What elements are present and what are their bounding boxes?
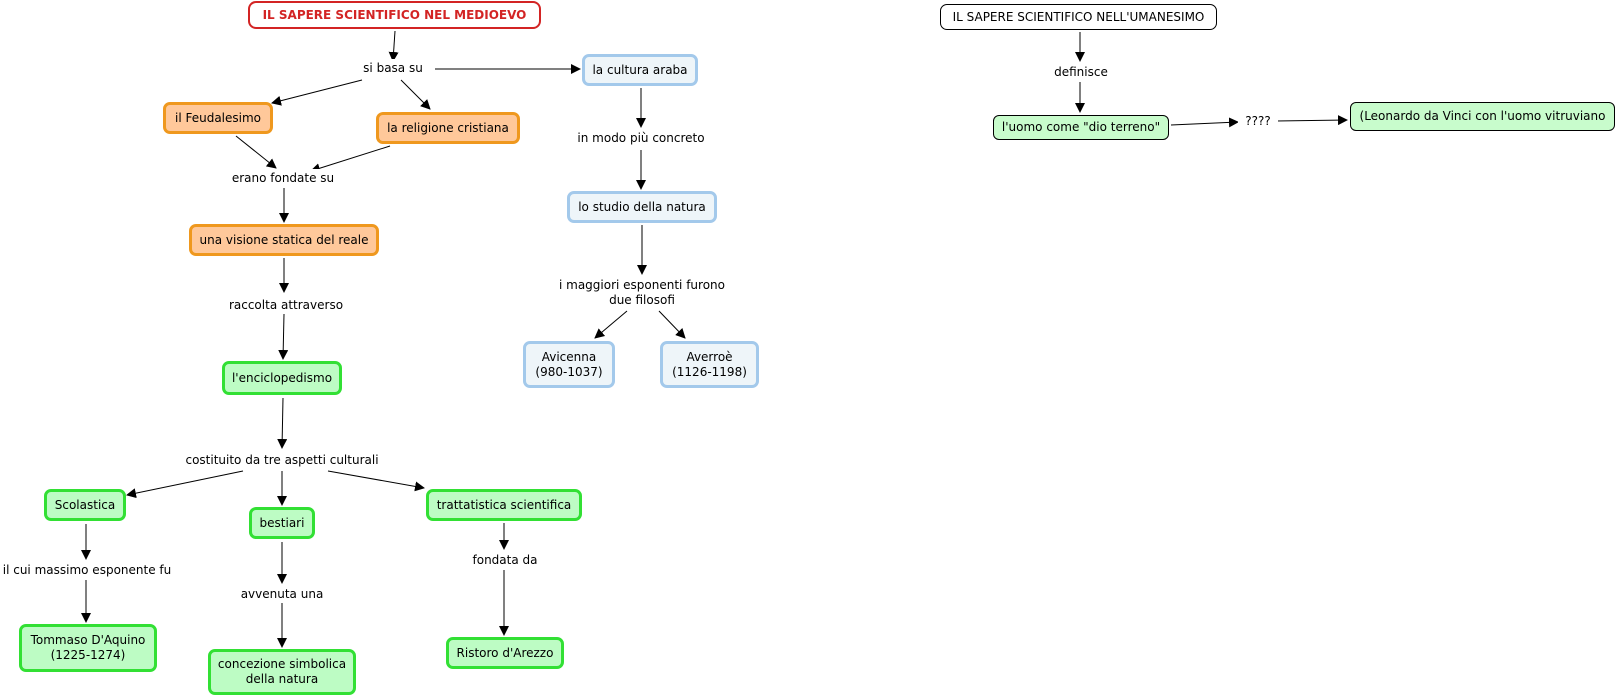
node-ristoro-darezzo[interactable]: Ristoro d'Arezzo [446,637,564,669]
node-visione-statica[interactable]: una visione statica del reale [189,224,379,256]
edge-costituito-to-trattatistica [327,470,425,492]
edge-si-basa-su-to-feudalesimo [271,79,363,106]
node-concezione-simbolica[interactable]: concezione simbolica della natura [208,649,356,695]
node-uomo-dio-terreno[interactable]: l'uomo come "dio terreno" [993,115,1169,140]
label-fondata-da: fondata da [469,551,541,569]
edge-si-basa-su-to-religione [400,79,431,110]
edge-feudalesimo-to-erano-fondate [235,135,277,169]
edge-religione-to-erano-fondate [310,145,391,174]
edge-title-to-si-basa-su [388,30,399,62]
edge-raccolta-to-enciclopedismo [278,313,289,360]
node-leonardo-da-vinci[interactable]: (Leonardo da Vinci con l'uomo vitruviano [1350,102,1615,131]
node-enciclopedismo[interactable]: l'enciclopedismo [222,361,342,395]
node-cultura-araba[interactable]: la cultura araba [582,54,698,86]
label-massimo-esponente: il cui massimo esponente fu [0,561,174,579]
label-definisce: definisce [1048,63,1114,81]
label-maggiori-esponenti: i maggiori esponenti furono due filosofi [552,276,732,310]
edge-maggiori-to-avicenna [594,310,628,339]
node-title-medioevo[interactable]: IL SAPERE SCIENTIFICO NEL MEDIOEVO [248,1,541,29]
edge-question-marks-to-leonardo [1275,115,1348,126]
label-si-basa-su: si basa su [351,59,435,77]
label-in-modo-piu-concreto: in modo più concreto [573,129,709,147]
node-religione-cristiana[interactable]: la religione cristiana [376,112,520,144]
node-scolastica[interactable]: Scolastica [44,489,126,521]
edge-enciclopedismo-to-costituito [277,397,288,449]
node-trattatistica[interactable]: trattatistica scientifica [426,489,582,521]
edge-maggiori-to-averroe [658,310,686,339]
node-title-umanesimo[interactable]: IL SAPERE SCIENTIFICO NELL'UMANESIMO [940,4,1217,30]
label-avvenuta-una: avvenuta una [236,585,328,603]
edge-uomo-to-question-marks [1170,117,1239,128]
node-bestiari[interactable]: bestiari [249,507,315,539]
label-costituito: costituito da tre aspetti culturali [178,451,386,469]
label-question-marks: ???? [1238,112,1278,130]
node-averroe[interactable]: Averroè (1126-1198) [660,341,759,388]
edge-costituito-to-scolastica [126,470,244,499]
label-raccolta-attraverso: raccolta attraverso [220,296,352,314]
node-avicenna[interactable]: Avicenna (980-1037) [523,341,615,388]
node-studio-della-natura[interactable]: lo studio della natura [567,191,717,223]
node-tommaso-daquino[interactable]: Tommaso D'Aquino (1225-1274) [19,624,157,672]
node-feudalesimo[interactable]: il Feudalesimo [163,102,273,134]
label-erano-fondate-su: erano fondate su [224,169,342,187]
